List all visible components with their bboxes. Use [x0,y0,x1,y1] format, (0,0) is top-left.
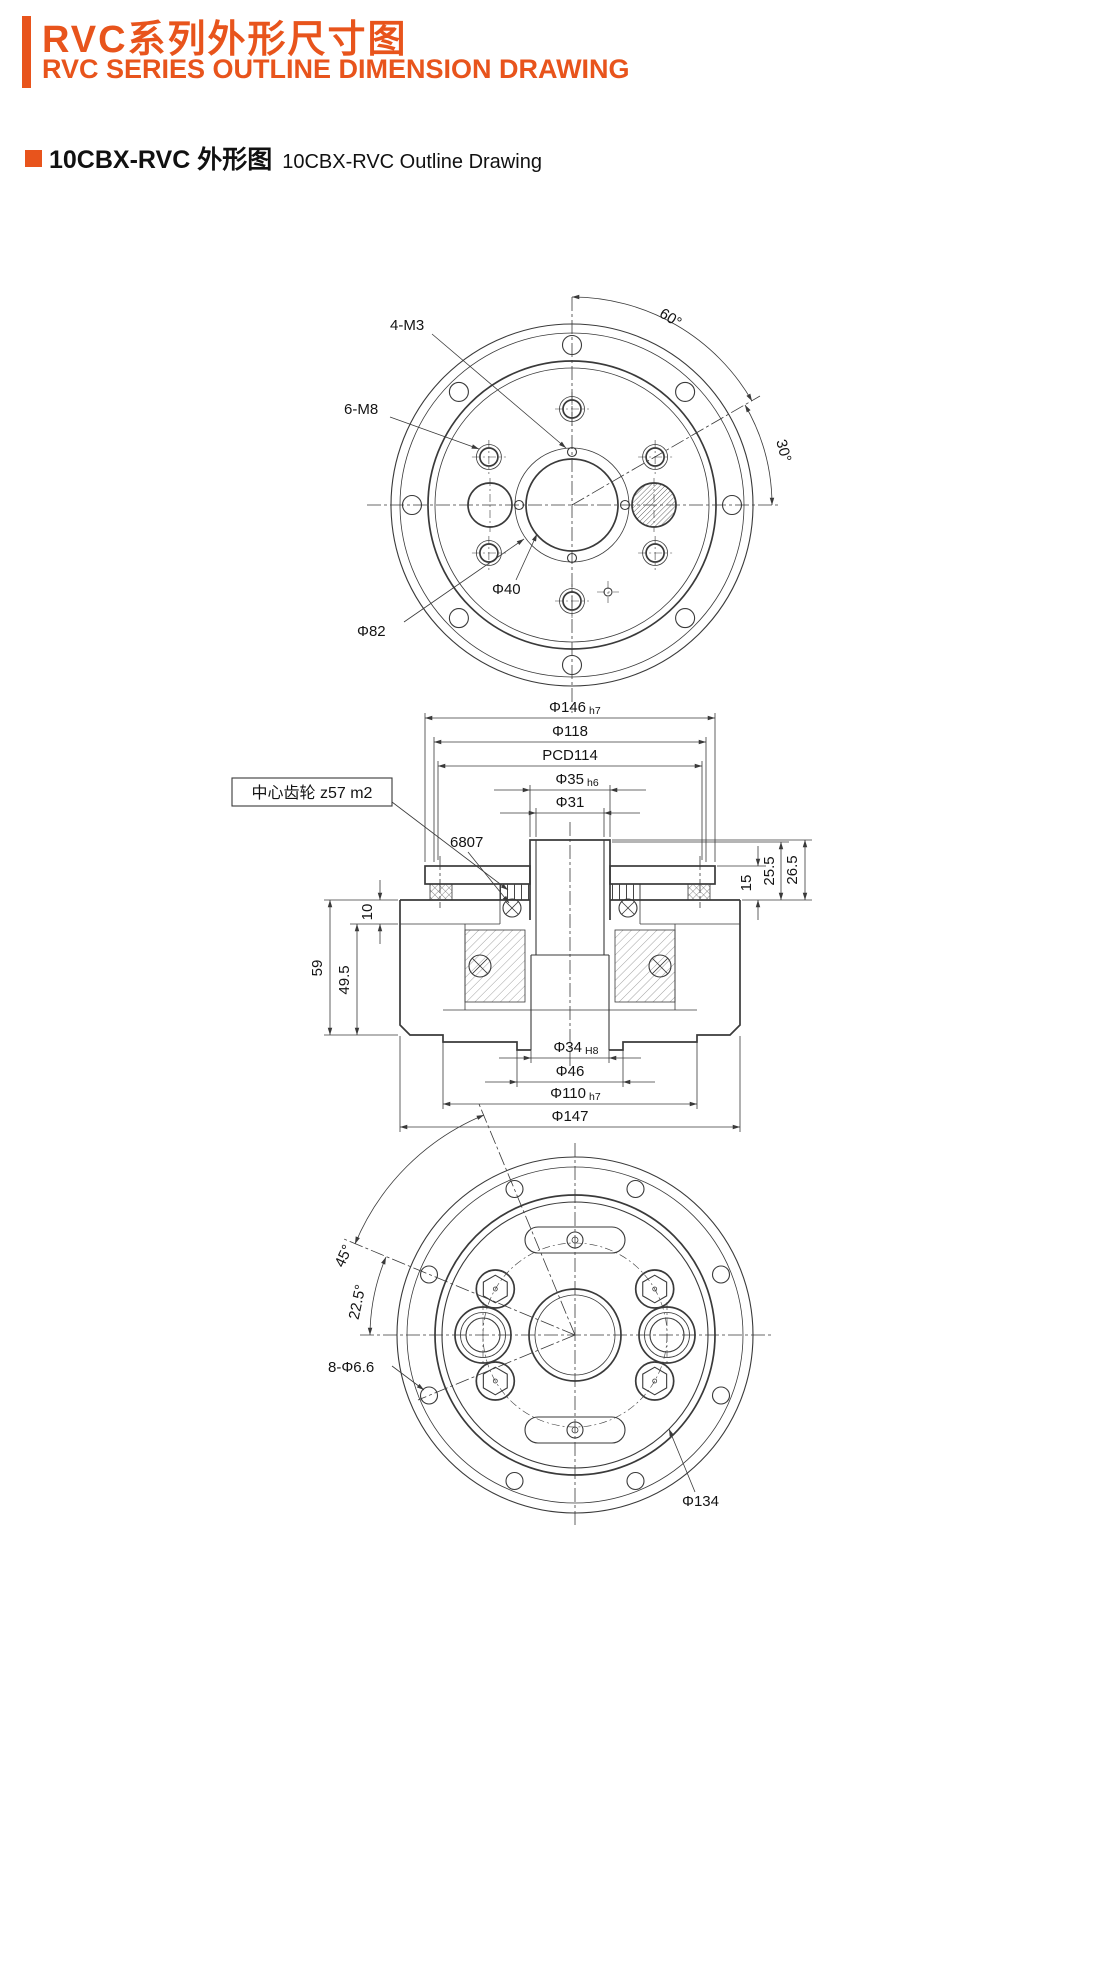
rear-leader-phi134 [668,1428,696,1493]
rear-center-bore [528,1288,622,1382]
svg-text:Φ118: Φ118 [552,723,588,740]
svg-text:15: 15 [738,875,755,892]
front-leader-phi40 [515,533,538,581]
gear-callout-leader [391,801,509,891]
front-view: 60° 30° 4-M3 6-M8 Φ40 Φ82 [344,294,794,713]
section-title-en: 10CBX-RVC Outline Drawing [282,151,542,173]
svg-text:h7: h7 [589,705,601,717]
front-leader-4m3 [431,333,567,449]
front-angle-30-label: 30° [772,438,794,464]
front-phi40-label: Φ40 [492,581,521,598]
section-heading: 10CBX-RVC 外形图 10CBX-RVC Outline Drawing [25,140,542,176]
section-case-body [399,899,741,1051]
svg-text:Φ146: Φ146 [549,699,586,716]
rear-angle-22-5-label: 22.5° [346,1283,370,1321]
svg-text:Φ110: Φ110 [550,1085,586,1102]
front-phi82-label: Φ82 [357,623,386,640]
front-leader-6m8 [389,416,480,450]
front-4m3-label: 4-M3 [390,317,424,334]
rear-kidney-slots [524,1226,626,1444]
gear-callout-label: 中心齿轮 z57 m2 [252,784,373,802]
rear-body-circle [434,1194,716,1476]
svg-text:h6: h6 [587,777,599,789]
svg-text:h7: h7 [589,1091,601,1103]
gear-callout-box [231,777,393,807]
section-center-gear [499,883,641,924]
accent-bar [22,16,31,88]
rear-8phi66-label: 8-Φ6.6 [328,1359,374,1376]
front-m3-holes [513,446,631,564]
rear-angle-arc-45 [354,1114,485,1245]
bearing-callout-leader [467,851,510,904]
svg-text:Φ147: Φ147 [552,1108,589,1125]
rear-outer-flange-circle [396,1156,754,1514]
svg-text:H8: H8 [585,1045,599,1057]
page-title-zh: RVC系列外形尺寸图 [42,19,408,61]
svg-text:25.5: 25.5 [761,856,778,885]
rear-crank-bores [454,1302,696,1368]
rear-leader-8phi66 [391,1365,425,1391]
svg-text:49.5: 49.5 [336,965,353,994]
section-bottom-dimensions: Φ34 H8 Φ46 Φ110 h7 Φ147 [399,1036,741,1132]
svg-text:Φ35: Φ35 [555,771,584,788]
section-title-zh: 10CBX-RVC 外形图 [49,146,273,174]
front-6m8-label: 6-M8 [344,401,378,418]
front-leader-phi82 [403,538,525,623]
section-view: 中心齿轮 z57 m2 6807 Φ146 h7 Φ118 PCD114 [231,699,812,1132]
rear-phi134-label: Φ134 [682,1493,719,1510]
svg-text:26.5: 26.5 [784,855,801,884]
svg-text:PCD114: PCD114 [542,747,598,764]
rear-flange-inner-edge [406,1166,744,1504]
svg-text:10: 10 [359,904,376,921]
section-right-dimensions: 15 25.5 26.5 [612,839,812,920]
front-angle-arc-60 [571,294,753,402]
page-title-en: RVC SERIES OUTLINE DIMENSION DRAWING [42,54,630,84]
section-left-dimensions: 59 49.5 10 [309,880,398,1036]
rear-body-inner-edge [441,1201,709,1469]
bearing-callout-label: 6807 [450,834,483,851]
rear-view: 45° 22.5° 8-Φ6.6 Φ134 [328,1103,772,1527]
svg-text:59: 59 [309,960,326,977]
svg-text:Φ34: Φ34 [553,1039,582,1056]
rear-angle-arc-22-5 [367,1256,387,1336]
front-center-bore [525,458,619,552]
rear-angle-45-label: 45° [331,1242,356,1270]
section-crank-bearings [468,954,672,978]
section-bullet-icon [25,149,42,167]
rear-center-bore-inner [534,1294,616,1376]
front-angle-arc-30 [744,404,775,506]
svg-text:Φ46: Φ46 [556,1063,585,1080]
section-bearing-6807 [502,898,638,918]
section-top-dimensions: Φ146 h7 Φ118 PCD114 Φ35 h6 Φ31 [424,699,716,862]
front-small-pin-hole [597,581,619,603]
front-centerline-30deg [571,395,761,506]
section-input-hub [529,839,611,1050]
svg-text:Φ31: Φ31 [556,794,585,811]
